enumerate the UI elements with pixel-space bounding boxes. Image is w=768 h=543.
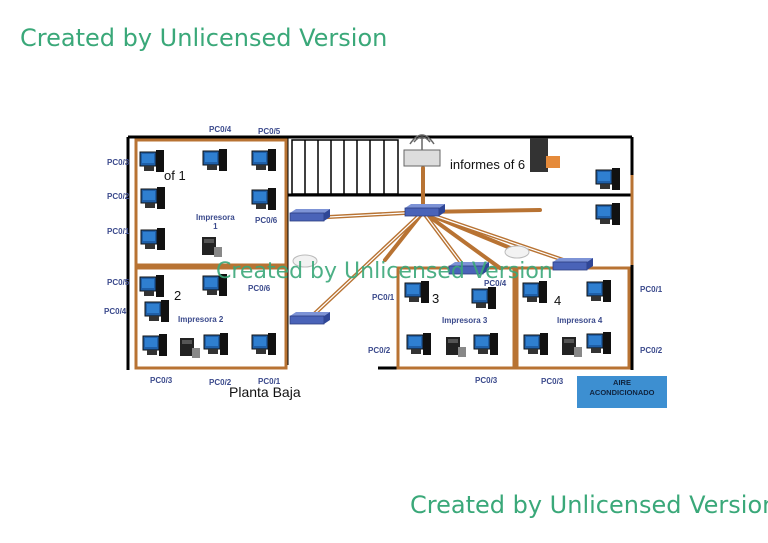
port-label: PC0/1 (107, 227, 130, 236)
printer-label-2: Impresora 2 (178, 315, 224, 324)
switch-office-4 (552, 257, 594, 271)
port-label: PC0/5 (107, 278, 130, 287)
port-label: PC0/2 (640, 346, 663, 355)
ceiling-ap-2 (504, 245, 530, 259)
office-borders (134, 138, 634, 370)
printer-label-3: Impresora 3 (442, 316, 488, 325)
reports-server (530, 138, 560, 172)
printer-label-1: Impresora 1 (196, 213, 235, 231)
aire-line-2: ACONDICIONADO (589, 388, 655, 397)
port-label: PC0/3 (107, 158, 130, 167)
printer-1-number: 1 (213, 222, 218, 231)
port-label: PC0/4 (484, 279, 507, 288)
port-label: PC0/4 (104, 307, 127, 316)
printer-1-name: Impresora (196, 213, 235, 222)
port-label: PC0/2 (368, 346, 391, 355)
switch-office-1 (289, 208, 331, 222)
watermark-top: Created by Unlicensed Version (20, 24, 388, 52)
switch-core (404, 203, 446, 217)
air-conditioner-box: AIRE ACONDICIONADO (577, 376, 667, 408)
switch-office-2 (289, 311, 331, 325)
reports-label: informes of 6 (450, 157, 526, 172)
printer-label-4: Impresora 4 (557, 316, 603, 325)
ceiling-ap-1 (292, 254, 318, 268)
room-label-office-4: 4 (554, 293, 562, 308)
staircase (291, 139, 399, 195)
watermark-middle: Created by Unlicensed Version (216, 259, 553, 284)
office-1-pcs (139, 148, 277, 257)
port-label: PC0/5 (258, 127, 281, 136)
port-label: PC0/3 (150, 376, 173, 385)
port-label: PC0/6 (255, 216, 278, 225)
port-label: PC0/2 (209, 378, 232, 387)
port-label: PC0/4 (209, 125, 232, 134)
cable-highlights (309, 211, 576, 319)
port-label: PC0/3 (541, 377, 564, 386)
port-label: PC0/3 (475, 376, 498, 385)
port-label: PC0/6 (248, 284, 271, 293)
port-label: PC0/2 (107, 192, 130, 201)
wireless-router (403, 134, 441, 167)
port-label: PC0/1 (640, 285, 663, 294)
watermark-bottom: Created by Unlicensed Version (410, 491, 768, 519)
floor-label: Planta Baja (229, 384, 301, 400)
port-label: PC0/1 (372, 293, 395, 302)
room-label-office-3: 3 (432, 291, 440, 306)
port-label: PC0/1 (258, 377, 281, 386)
room-label-office-1: of 1 (164, 168, 186, 183)
room-label-office-2: 2 (174, 288, 182, 303)
aire-line-1: AIRE (613, 378, 631, 387)
